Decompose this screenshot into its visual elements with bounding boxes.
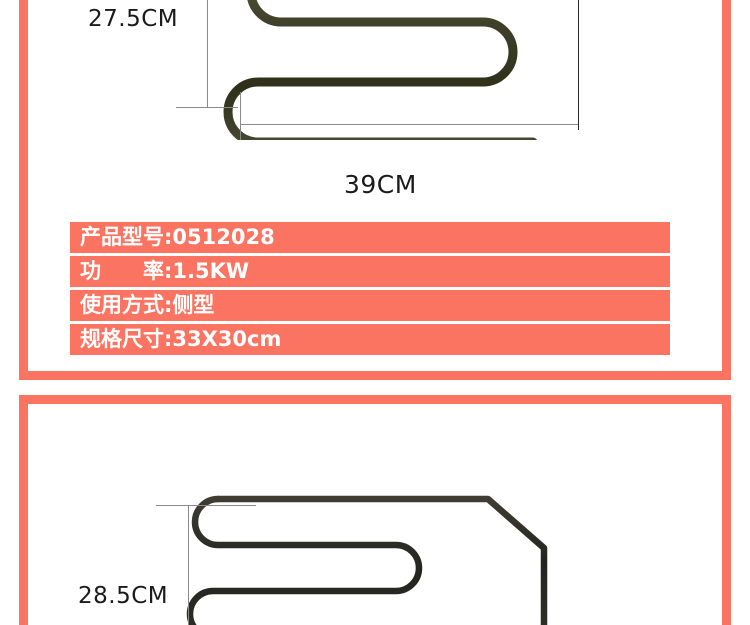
spec-text-usage: 使用方式:侧型 <box>80 293 215 317</box>
panel-bottom-content <box>28 404 722 625</box>
spec-text-model: 产品型号:0512028 <box>80 225 275 249</box>
dimension-line-width-horizontal <box>240 124 579 125</box>
dimension-label-width: 39CM <box>344 170 417 199</box>
dimension-extension-left <box>240 92 241 140</box>
spec-text-size: 规格尺寸:33X30cm <box>80 327 282 351</box>
spec-text-power: 功 率:1.5KW <box>80 259 250 283</box>
spec-row-model: 产品型号:0512028 <box>70 222 670 253</box>
dimension-tick-height-bottom <box>176 107 238 108</box>
dimension-label-height: 27.5CM <box>88 6 179 32</box>
spec-row-usage: 使用方式:侧型 <box>70 290 670 321</box>
element-outer-run <box>214 495 548 625</box>
product-photo-panel-bottom <box>19 395 731 625</box>
panel-top-content <box>28 0 722 371</box>
dimension-extension-right <box>578 0 579 130</box>
heating-element-illustration-top <box>223 0 538 140</box>
dimension-label-height-bottom: 28.5CM <box>78 583 169 609</box>
spec-row-power: 功 率:1.5KW <box>70 256 670 287</box>
dimension-line-height-vertical <box>207 0 208 108</box>
heating-element-illustration-bottom <box>186 495 548 625</box>
dimension-tick-height-top-bottom <box>156 505 256 506</box>
element-tube-lower-loops <box>223 0 538 140</box>
spec-row-size: 规格尺寸:33X30cm <box>70 324 670 355</box>
product-spec-table: 产品型号:0512028 功 率:1.5KW 使用方式:侧型 规格尺寸:33X3… <box>70 222 670 355</box>
dimension-line-height-vertical-bottom <box>188 505 189 625</box>
element-serpentine-run <box>186 495 423 625</box>
